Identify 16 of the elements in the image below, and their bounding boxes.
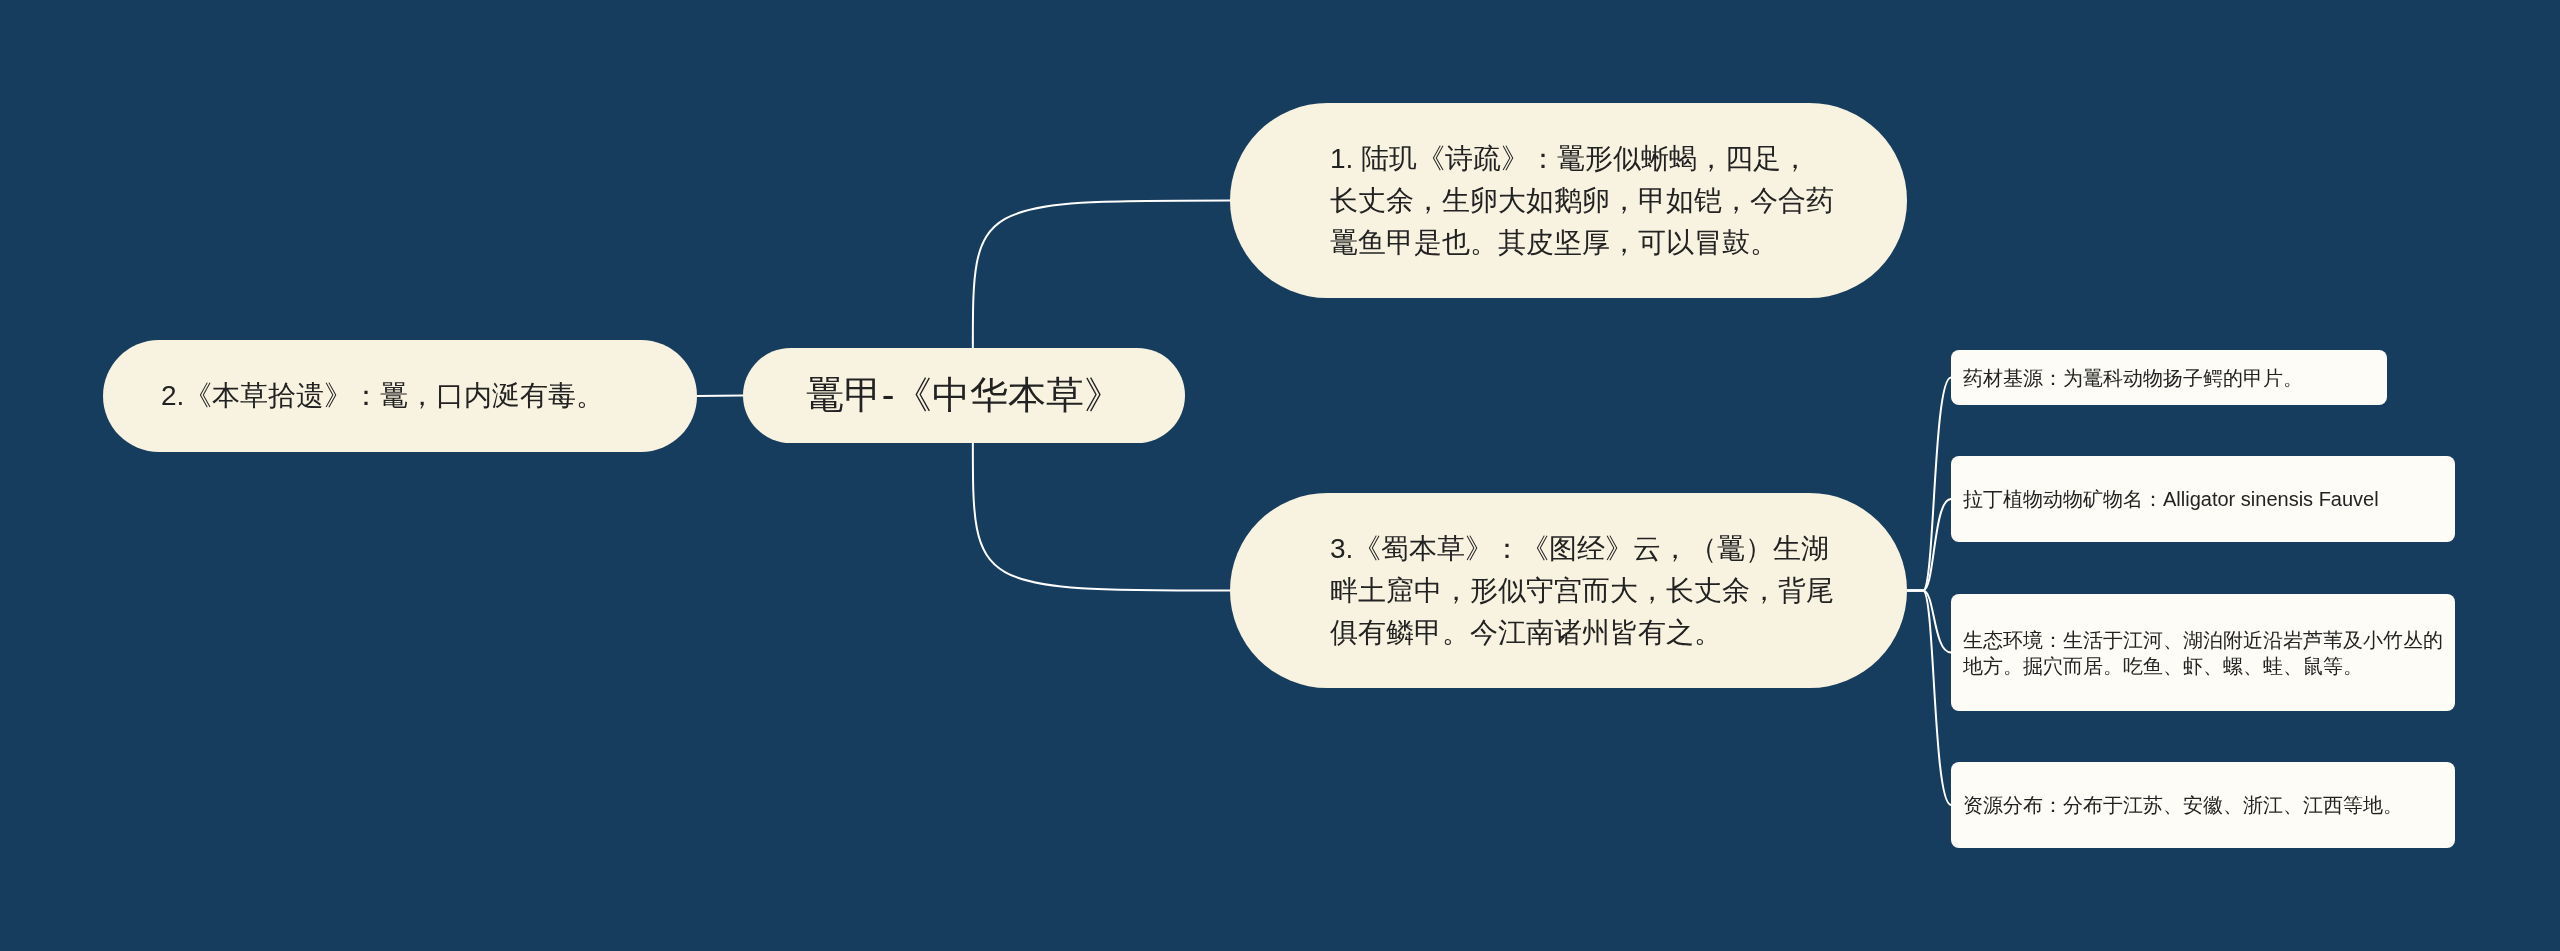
connector-line [696,394,744,397]
topic-text: 2.《本草拾遗》：鼍，口内涎有毒。 [161,379,605,413]
connector-line [1906,589,1952,806]
topic-text: 拉丁植物动物矿物名：Alligator sinensis Fauvel [1963,487,2379,512]
topic-text: 3.《蜀本草》：《图经》云，（鼍）生湖畔土窟中，形似守宫而大，长丈余，背尾俱有鳞甲。今江南诸州皆有之。 [1330,531,1835,650]
connector-line [971,199,1231,349]
detail-card [1951,594,2455,711]
connector-line [971,442,1231,592]
topic-text: 药材基源：为鼍科动物扬子鳄的甲片。 [1963,365,2303,391]
topic-text: 资源分布：分布于江苏、安徽、浙江、江西等地。 [1963,793,2403,818]
detail-card [1951,456,2455,542]
detail-card [1951,350,2387,405]
topic-text: 生态环境：生活于江河、湖泊附近沿岩芦苇及小竹丛的地方。掘穴而居。吃鱼、虾、螺、蛙、鼠等。 [1963,627,2443,679]
topic-text: 鼍甲-《中华本草》 [805,373,1123,418]
detail-card [1951,762,2455,848]
topic-text: 1. 陆玑《诗疏》：鼍形似蜥蝎，四足，长丈余，生卵大如鹅卵，甲如铠，今合药鼍鱼甲是也。其皮坚厚，可以冒鼓。 [1330,141,1835,260]
